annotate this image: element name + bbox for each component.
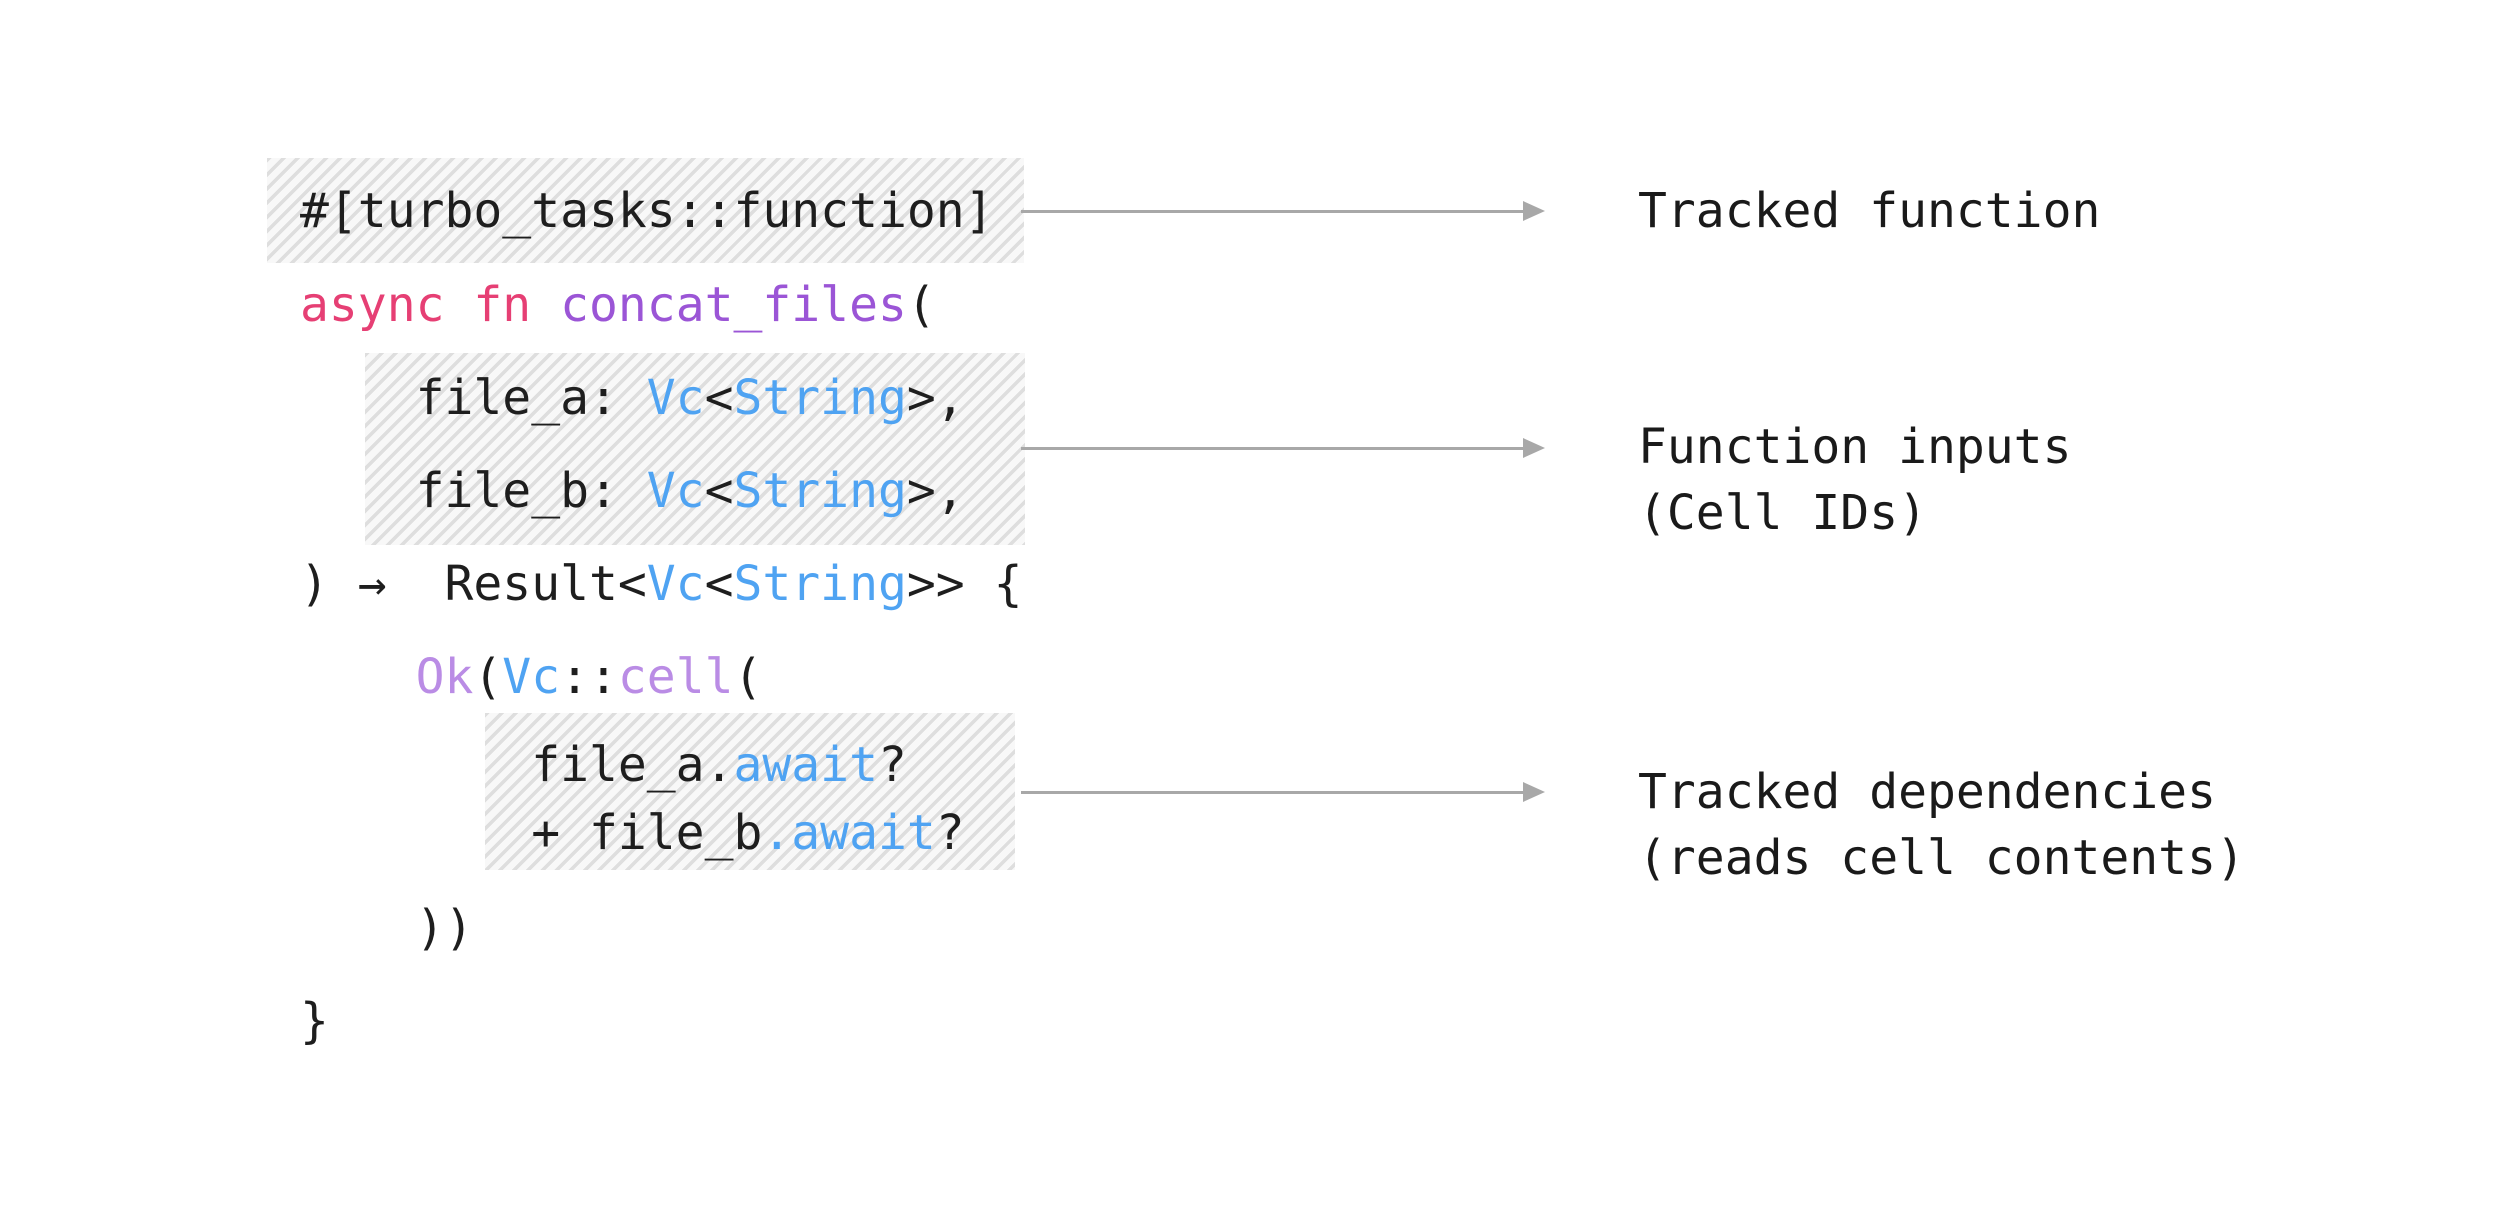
annotation-line: (Cell IDs) <box>1638 485 1927 541</box>
code-token: String <box>733 463 907 519</box>
code-token: } <box>300 993 329 1049</box>
highlight-box-function-inputs <box>365 353 1025 545</box>
code-line: Ok(Vc::cell( <box>300 647 763 707</box>
code-line: } <box>300 991 329 1051</box>
code-token: < <box>704 556 734 612</box>
code-token: #[turbo_tasks::function] <box>300 183 994 239</box>
arrow-shaft <box>1021 446 1523 450</box>
code-token: file_a. <box>300 737 734 793</box>
arrow-tracked-dependencies <box>1021 782 1545 802</box>
annotation-label-function-inputs: Function inputs (Cell IDs) <box>1638 414 2071 546</box>
annotation-line: (reads cell contents) <box>1638 830 2245 886</box>
annotation-label-tracked-dependencies: Tracked dependencies (reads cell contents… <box>1638 759 2245 891</box>
arrow-head-icon <box>1523 782 1545 802</box>
annotation-line: Tracked function <box>1638 183 2101 239</box>
code-token: ) → Result< <box>300 556 647 612</box>
code-token: file_a: <box>300 370 647 426</box>
code-line: #[turbo_tasks::function] <box>300 181 994 241</box>
arrow-tracked-function <box>1021 201 1545 221</box>
arrow-function-inputs <box>1021 438 1545 458</box>
annotation-line: Function inputs <box>1638 419 2072 475</box>
code-token: cell <box>617 649 734 705</box>
code-token <box>300 649 416 705</box>
code-token: :: <box>560 649 618 705</box>
code-token: Vc <box>646 370 705 426</box>
annotation-label-tracked-function: Tracked function <box>1638 178 2100 244</box>
code-token: concat_files <box>560 277 907 333</box>
code-line: + file_b.await? <box>300 803 965 863</box>
code-token: Vc <box>646 463 705 519</box>
code-token: .await <box>762 805 936 861</box>
code-token: < <box>704 370 734 426</box>
arrow-shaft <box>1021 790 1523 794</box>
code-token: String <box>733 370 907 426</box>
code-token: file_b: <box>300 463 647 519</box>
code-token: Ok <box>415 649 474 705</box>
code-token: + file_b <box>300 805 763 861</box>
code-token: Vc <box>502 649 561 705</box>
arrow-shaft <box>1021 209 1523 213</box>
code-token: ( <box>473 649 503 705</box>
code-line: ) → Result<Vc<String>> { <box>300 554 1022 614</box>
arrow-head-icon <box>1523 201 1545 221</box>
annotation-line: Tracked dependencies <box>1638 764 2216 820</box>
highlight-box-tracked-dependencies <box>485 713 1015 870</box>
code-line: file_a.await? <box>300 735 907 795</box>
code-line: file_b: Vc<String>, <box>300 461 965 521</box>
code-token: >, <box>906 370 965 426</box>
arrow-head-icon <box>1523 438 1545 458</box>
code-token: await <box>733 737 878 793</box>
code-token: ? <box>935 805 965 861</box>
code-token: ( <box>733 649 763 705</box>
code-token: ? <box>877 737 907 793</box>
code-token: Vc <box>646 556 705 612</box>
code-line: )) <box>300 898 474 958</box>
code-token: )) <box>300 900 474 956</box>
code-token: >> { <box>906 556 1023 612</box>
highlight-box-tracked-function <box>267 158 1024 263</box>
code-token: < <box>704 463 734 519</box>
code-line: file_a: Vc<String>, <box>300 368 965 428</box>
code-token: String <box>733 556 907 612</box>
code-token: ( <box>906 277 936 333</box>
code-token: async fn <box>300 277 561 333</box>
code-line: async fn concat_files( <box>300 275 936 335</box>
code-token: >, <box>906 463 965 519</box>
